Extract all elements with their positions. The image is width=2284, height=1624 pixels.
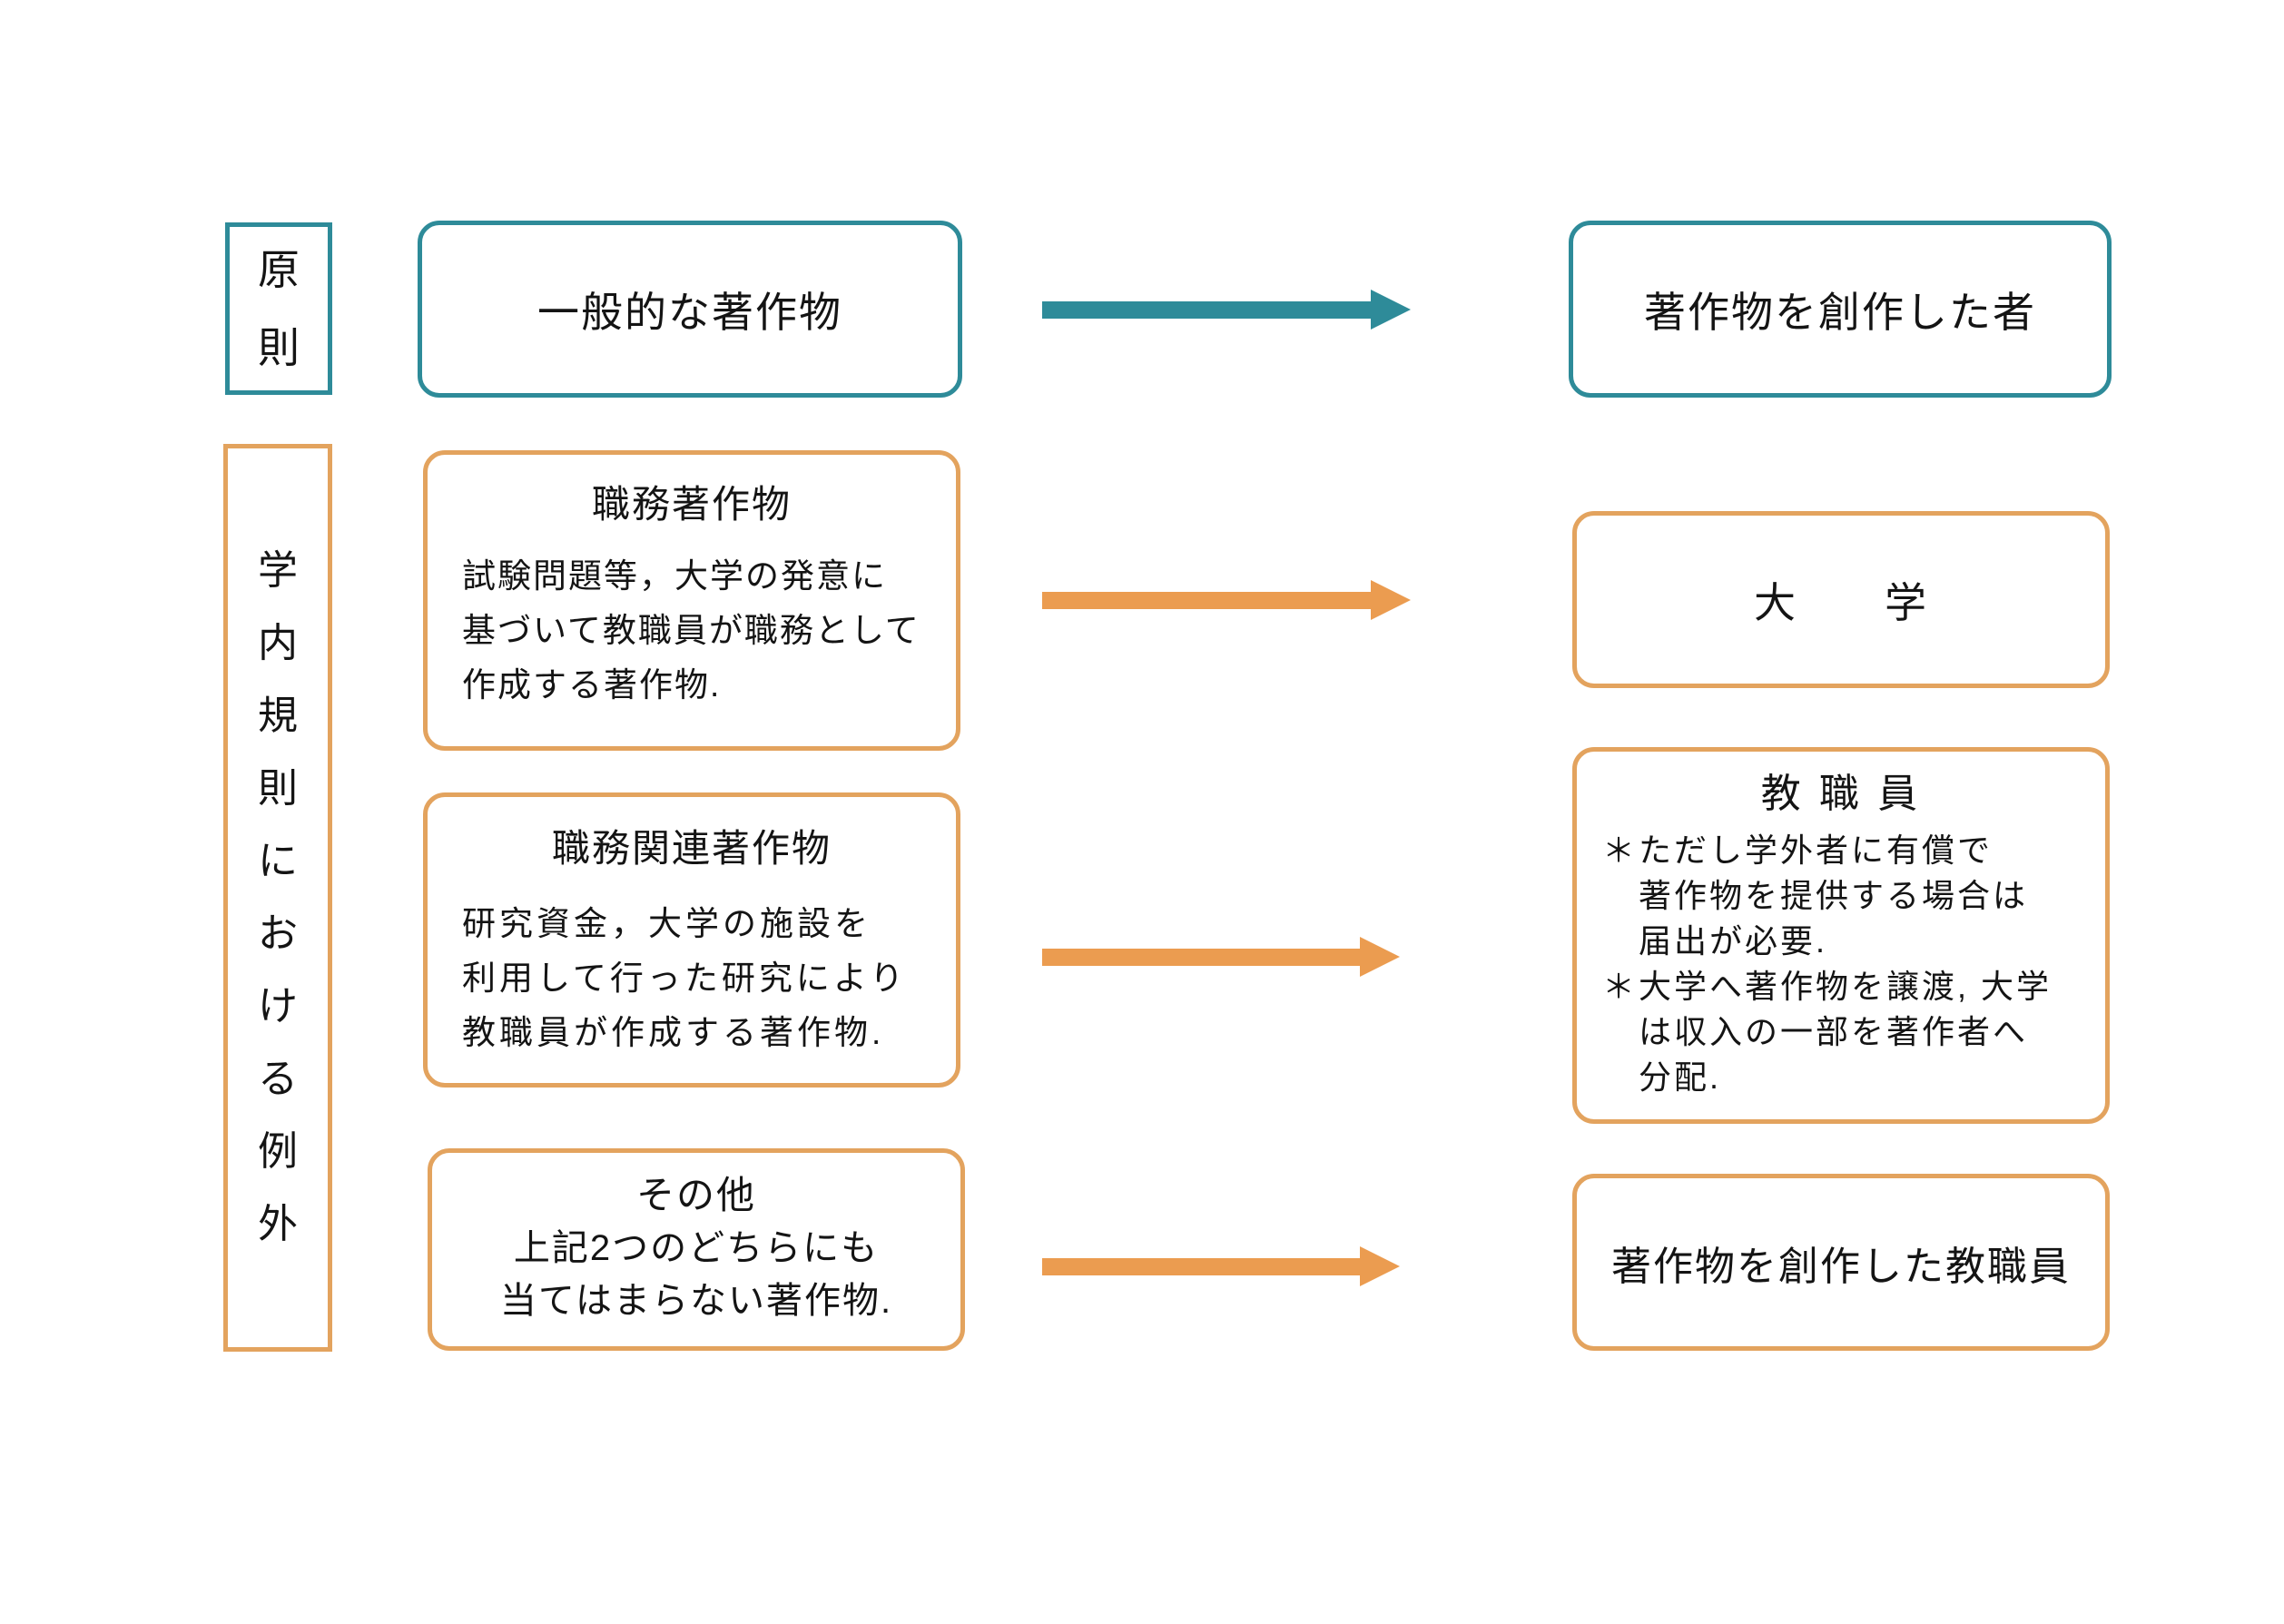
staff-box: 教 職 員 ＊ ただし学外者に有償で 著作物を提供する場合は 届出が必要. ＊ … xyxy=(1572,747,2110,1124)
staff-note: ＊ ただし学外者に有償で 著作物を提供する場合は 届出が必要. xyxy=(1602,828,2089,964)
duty-related-work-title: 職務関連著作物 xyxy=(551,827,832,870)
duty-work-title: 職務著作物 xyxy=(591,483,792,526)
arrow-shaft xyxy=(1042,301,1373,319)
duty-related-work-body-line: 利用して行った研究により xyxy=(462,960,908,997)
creator-label: 著作物を創作した者 xyxy=(1644,288,2036,336)
creator-box: 著作物を創作した者 xyxy=(1569,221,2112,398)
university-box: 大 学 xyxy=(1572,511,2110,688)
principle-row-label: 原則 xyxy=(258,246,300,371)
staff-note: ＊ 大学へ著作物を譲渡, 大学 は収入の一部を著作者へ 分配. xyxy=(1602,964,2089,1100)
arrow-shaft xyxy=(1042,1258,1362,1275)
duty-work-box: 職務著作物 試験問題等，大学の発意に 基づいて教職員が職務として 作成する著作物… xyxy=(423,450,960,751)
duty-related-work-body-line: 研究資金，大学の施設を xyxy=(462,905,871,942)
duty-related-work-box: 職務関連著作物 研究資金，大学の施設を 利用して行った研究により 教職員が作成す… xyxy=(423,792,960,1088)
staff-note-line: 大学へ著作物を譲渡, 大学 xyxy=(1639,968,2053,1005)
arrow-shaft xyxy=(1042,949,1362,966)
arrow-head xyxy=(1371,580,1411,620)
arrow-right-icon xyxy=(1042,579,1411,621)
other-work-body-line: 当てはまらない著作物. xyxy=(499,1281,893,1321)
staff-creator-box: 著作物を創作した教職員 xyxy=(1572,1174,2110,1351)
general-work-label: 一般的な著作物 xyxy=(537,288,842,336)
staff-note-line: 届出が必要. xyxy=(1639,922,1828,960)
arrow-right-icon xyxy=(1042,289,1411,330)
exception-rows-label: 学内規則における例外 xyxy=(258,548,298,1246)
duty-work-body: 試験問題等，大学の発意に 基づいて教職員が職務として 作成する著作物. xyxy=(428,549,956,713)
other-work-body-line: 上記2つのどちらにも xyxy=(513,1228,880,1268)
staff-note-line: は収入の一部を著作者へ xyxy=(1639,1013,2029,1050)
duty-related-work-body-line: 教職員が作成する著作物. xyxy=(462,1014,885,1051)
duty-work-body-line: 基づいて教職員が職務として xyxy=(462,612,920,649)
staff-note-lines: 大学へ著作物を譲渡, 大学 は収入の一部を著作者へ 分配. xyxy=(1639,964,2089,1100)
staff-note-line: ただし学外者に有償で xyxy=(1639,832,1994,869)
arrow-shaft xyxy=(1042,592,1373,609)
arrow-head xyxy=(1360,1246,1400,1286)
staff-note-line: 分配. xyxy=(1639,1058,1722,1096)
university-label: 大 学 xyxy=(1754,578,1928,626)
staff-note-lines: ただし学外者に有償で 著作物を提供する場合は 届出が必要. xyxy=(1639,828,2089,964)
staff-creator-label: 著作物を創作した教職員 xyxy=(1611,1244,2071,1289)
duty-work-body-line: 試験問題等，大学の発意に xyxy=(462,557,887,595)
duty-work-body-line: 作成する著作物. xyxy=(462,666,722,704)
staff-notes: ＊ ただし学外者に有償で 著作物を提供する場合は 届出が必要. ＊ 大学へ著作物… xyxy=(1577,828,2105,1100)
arrow-head xyxy=(1360,937,1400,977)
other-work-box: その他 上記2つのどちらにも 当てはまらない著作物. xyxy=(428,1148,965,1351)
exception-rows-label-box: 学内規則における例外 xyxy=(223,444,332,1352)
other-work-body: 上記2つのどちらにも 当てはまらない著作物. xyxy=(432,1222,960,1327)
principle-row-label-box: 原則 xyxy=(225,222,332,395)
duty-related-work-body: 研究資金，大学の施設を 利用して行った研究により 教職員が作成する著作物. xyxy=(428,897,956,1060)
asterisk-marker: ＊ xyxy=(1602,968,1639,1005)
arrow-right-icon xyxy=(1042,936,1400,978)
staff-title: 教 職 員 xyxy=(1760,772,1922,816)
arrow-head xyxy=(1371,290,1411,330)
arrow-right-icon xyxy=(1042,1245,1400,1287)
other-work-title: その他 xyxy=(635,1174,756,1216)
general-work-box: 一般的な著作物 xyxy=(418,221,962,398)
asterisk-marker: ＊ xyxy=(1602,832,1639,869)
staff-note-line: 著作物を提供する場合は xyxy=(1639,877,2029,914)
